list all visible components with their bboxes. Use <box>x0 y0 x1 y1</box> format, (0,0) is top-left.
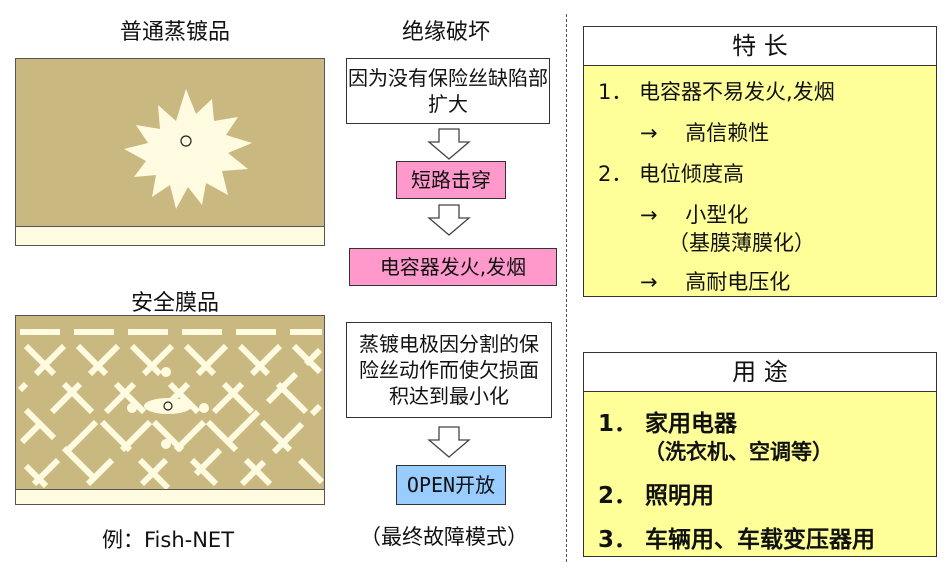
features-header: 特 长 <box>583 26 937 66</box>
defect-spot-circle <box>163 401 173 411</box>
defect-spot-halo <box>144 398 192 414</box>
example-caption: 例：Fish-NET <box>102 528 235 552</box>
standard-product-panel <box>15 58 325 246</box>
features-box: 1． 电容器不易发火,发烟 → 高信赖性 2． 电位倾度高 → 小型化 （基膜薄… <box>583 65 937 297</box>
use-item-1-sub: （洗衣机、空调等） <box>644 440 833 464</box>
flow-box-ignition-smoke: 电容器发火,发烟 <box>349 248 557 286</box>
defect-origin-circle <box>180 135 192 147</box>
blown-fuse-marks <box>127 367 209 449</box>
flow-box-defect-expand: 因为没有保险丝缺陷部扩大 <box>346 58 550 124</box>
film-edge-strip <box>16 226 324 245</box>
uses-header: 用 途 <box>583 352 937 392</box>
flow-box-fuse-action: 蒸镀电极因分割的保险丝动作而使欠损面积达到最小化 <box>346 322 552 418</box>
film-edge-strip-bottom <box>16 489 324 504</box>
flow-box-short-circuit: 短路击穿 <box>396 161 506 199</box>
down-arrow-icon <box>427 204 471 236</box>
use-item-2: 2． 照明用 <box>598 483 715 509</box>
burst-defect-graphic <box>124 89 252 209</box>
final-failure-mode-note: （最终故障模式） <box>360 525 528 549</box>
feature-item-1: 1． 电容器不易发火,发烟 <box>598 80 835 104</box>
down-arrow-icon <box>427 128 471 160</box>
use-item-1: 1． 家用电器 <box>598 411 738 437</box>
feature-item-2-sub-2: → 高耐电压化 <box>640 270 791 294</box>
defect-burst <box>124 89 252 209</box>
fish-net-pattern <box>17 329 324 491</box>
feature-item-2-sub-1b: （基膜薄膜化） <box>668 231 815 255</box>
use-item-3: 3． 车辆用、车载变压器用 <box>598 527 876 553</box>
insulation-breakdown-title: 绝缘破坏 <box>401 20 490 45</box>
feature-item-2: 2． 电位倾度高 <box>598 162 745 186</box>
standard-product-title: 普通蒸镀品 <box>119 20 230 45</box>
safety-film-panel <box>15 315 325 505</box>
safety-film-title: 安全膜品 <box>130 291 219 316</box>
down-arrow-icon <box>427 426 471 458</box>
column-divider <box>566 14 567 562</box>
feature-item-1-sub: → 高信赖性 <box>640 121 770 145</box>
uses-box: 1． 家用电器 （洗衣机、空调等） 2． 照明用 3． 车辆用、车载变压器用 <box>583 391 937 557</box>
feature-item-2-sub-1: → 小型化 <box>640 203 749 227</box>
flow-box-open: OPEN开放 <box>396 465 506 505</box>
